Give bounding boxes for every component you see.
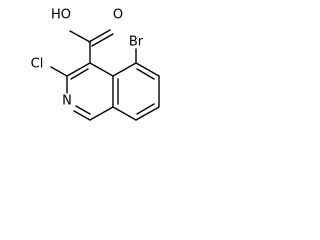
bond-c4a-c5 — [112, 62, 137, 77]
bond-c8-c8a — [112, 106, 137, 121]
bond-carboxyl-o-double-a — [88, 29, 111, 43]
atom-label-carbonyl-o: O — [113, 8, 123, 23]
bond-n2-c1-inner — [75, 105, 91, 115]
chemical-structure-diagram: HO O Br Cl N — [31, 8, 160, 121]
bond-carboxyl-o-double-b — [91, 33, 114, 47]
bond-c1-c8a — [89, 106, 114, 121]
atom-label-chlorine: Cl — [31, 57, 44, 72]
bond-c5-c6 — [135, 62, 160, 77]
bond-c7-c8 — [135, 106, 160, 121]
bond-c7-c8-inner — [136, 103, 155, 115]
bond-c4-c3 — [66, 62, 91, 77]
bond-c4-c3-inner — [70, 68, 89, 80]
bond-c5-c6-inner — [136, 68, 155, 80]
bond-carboxyl-oh — [69, 30, 91, 43]
atom-label-nitrogen: N — [62, 94, 72, 109]
bond-c3-cl — [50, 66, 68, 77]
bond-n2-c1 — [73, 110, 91, 121]
atom-label-bromine: Br — [129, 35, 144, 50]
atom-label-carboxyl-oh: HO — [51, 8, 71, 23]
bond-c4a-c4 — [89, 62, 114, 77]
